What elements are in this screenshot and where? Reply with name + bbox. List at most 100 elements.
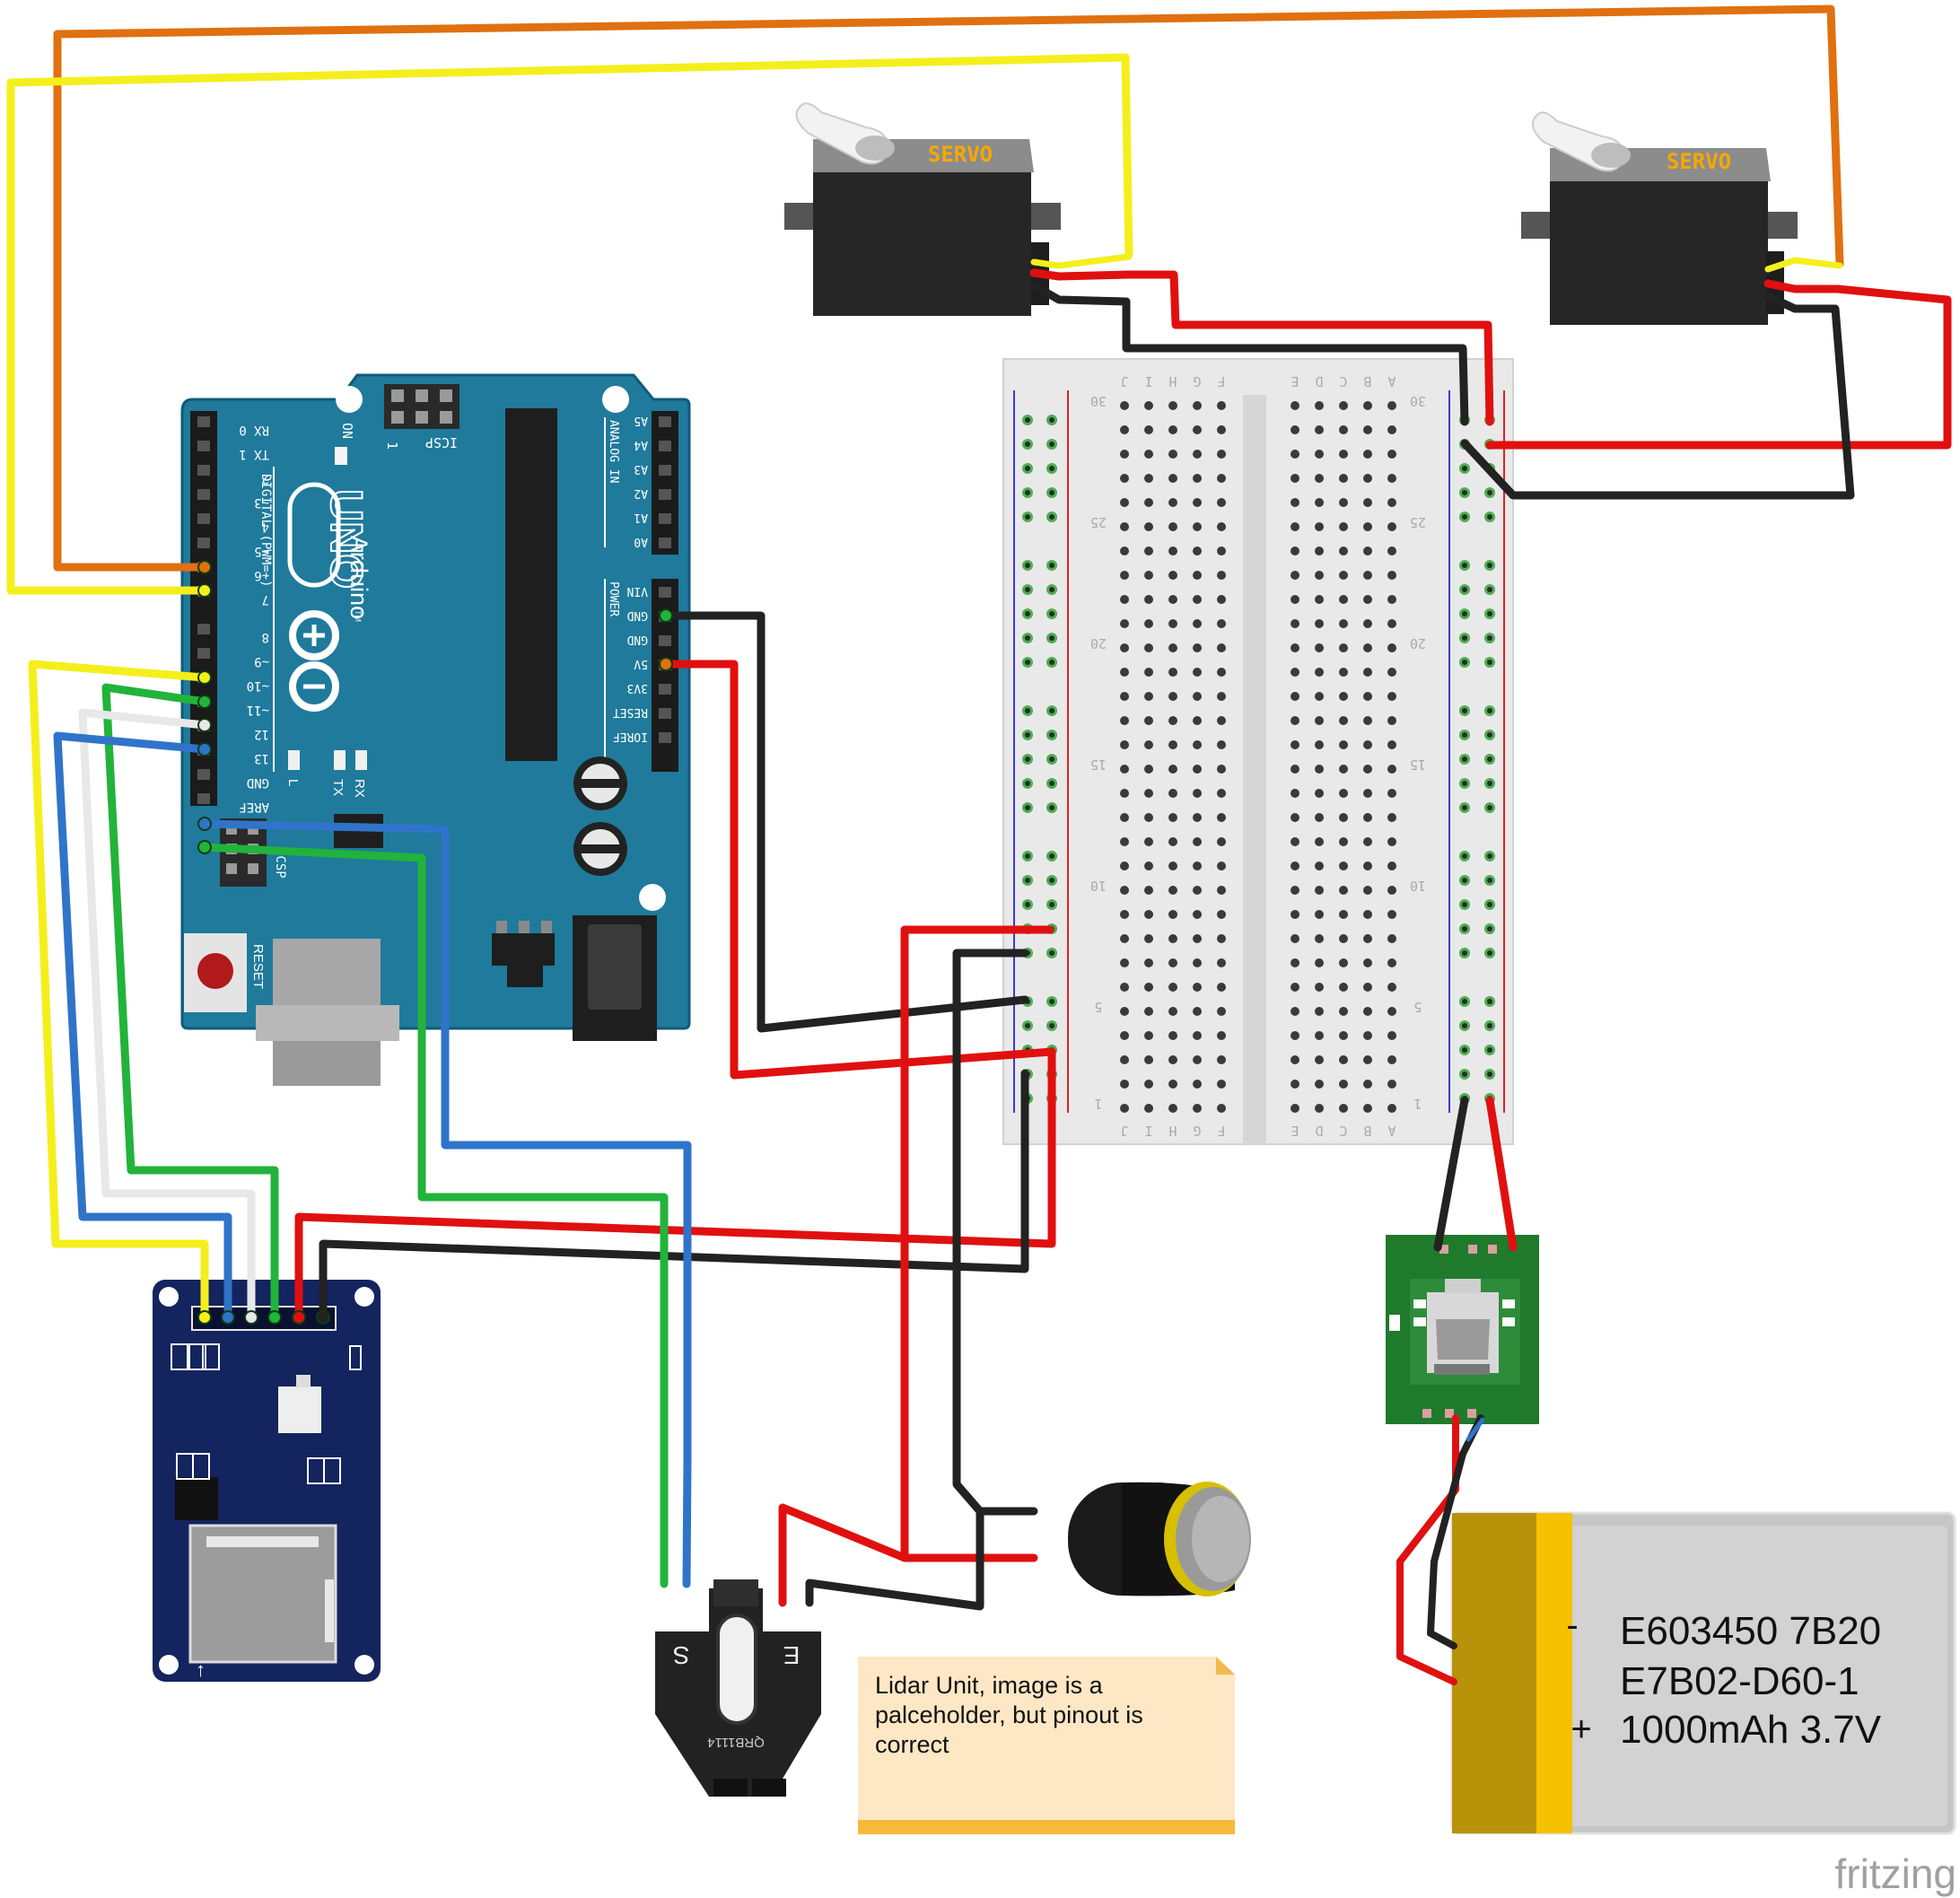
breadboard-hole xyxy=(1193,1031,1202,1040)
breadboard-hole xyxy=(1168,983,1177,992)
wires xyxy=(6,4,1952,1685)
wire-blue-sensor-signal xyxy=(200,819,692,1588)
wire-black-arduino-gnd xyxy=(661,611,1029,1033)
breadboard-hole xyxy=(1363,474,1372,483)
breadboard-hole xyxy=(1339,910,1348,919)
breadboard-hole xyxy=(1315,1080,1324,1089)
breadboard-hole xyxy=(1120,837,1129,846)
power-pin-label: IOREF xyxy=(613,730,648,743)
breadboard-hole xyxy=(1144,813,1153,822)
breadboard-hole xyxy=(1291,958,1299,967)
bb-letter-f: F xyxy=(1217,373,1225,389)
sd-header xyxy=(191,1306,337,1331)
breadboard-hole xyxy=(1120,668,1129,677)
breadboard-hole xyxy=(1168,837,1177,846)
digital-pin-label: AREF xyxy=(239,800,269,814)
breadboard-hole xyxy=(1315,716,1324,725)
breadboard-hole xyxy=(1339,837,1348,846)
servo-right-body xyxy=(1550,181,1768,325)
breadboard-hole xyxy=(1217,1104,1226,1113)
digital-label: DIGITAL (PWM=~) xyxy=(258,474,273,587)
breadboard-hole xyxy=(1217,740,1226,749)
breadboard-hole xyxy=(1120,425,1129,434)
breadboard-hole xyxy=(1168,425,1177,434)
wire-end xyxy=(316,1310,330,1325)
wire-black-capacitor-minus xyxy=(952,949,1038,1516)
breadboard-hole xyxy=(1217,474,1226,483)
breadboard-hole xyxy=(1144,886,1153,895)
breadboard-hole xyxy=(1291,547,1299,555)
breadboard-hole xyxy=(1217,813,1226,822)
breadboard-hole xyxy=(1193,522,1202,531)
breadboard-hole xyxy=(1339,1055,1348,1064)
breadboard-hole xyxy=(1291,716,1299,725)
digital-pin-label: ~11 xyxy=(247,703,269,717)
breadboard-hole xyxy=(1315,1055,1324,1064)
breadboard-hole xyxy=(1168,450,1177,459)
breadboard-hole xyxy=(1217,401,1226,410)
breadboard-hole xyxy=(1291,474,1299,483)
analog-pin-label: A1 xyxy=(634,511,648,524)
breadboard-hole xyxy=(1168,934,1177,943)
breadboard-hole xyxy=(1387,1007,1396,1016)
breadboard-hole xyxy=(1387,958,1396,967)
power-pin-socket xyxy=(659,635,671,646)
power-pin-socket xyxy=(659,684,671,695)
icsp2-label: ICSP xyxy=(273,848,287,879)
power-pin-label: 3V3 xyxy=(627,681,648,695)
breadboard-hole xyxy=(1120,789,1129,798)
analog-pin-label: A0 xyxy=(634,535,648,548)
breadboard-hole xyxy=(1120,765,1129,774)
breadboard-hole xyxy=(1193,958,1202,967)
digital-pin-socket xyxy=(197,465,210,476)
digital-pin-label: 12 xyxy=(254,727,269,741)
breadboard-hole xyxy=(1144,619,1153,628)
digital-pin-socket xyxy=(197,624,210,634)
breadboard-hole xyxy=(1193,983,1202,992)
breadboard-hole xyxy=(1387,401,1396,410)
breadboard-hole xyxy=(1193,619,1202,628)
battery-plus: + xyxy=(1571,1710,1591,1749)
breadboard-hole xyxy=(1120,813,1129,822)
breadboard-hole xyxy=(1363,886,1372,895)
breadboard-hole xyxy=(1315,1007,1324,1016)
breadboard-hole xyxy=(1144,401,1153,410)
breadboard-hole xyxy=(1387,1055,1396,1064)
breadboard-hole xyxy=(1387,934,1396,943)
power-pin-label: RESET xyxy=(613,705,648,719)
breadboard-hole xyxy=(1339,643,1348,652)
breadboard-hole xyxy=(1363,522,1372,531)
breadboard-hole xyxy=(1363,862,1372,870)
breadboard-hole xyxy=(1291,692,1299,701)
breadboard-hole xyxy=(1291,813,1299,822)
breadboard-hole xyxy=(1387,740,1396,749)
note-paper xyxy=(858,1657,1235,1834)
tx-led xyxy=(334,750,346,770)
breadboard-hole xyxy=(1339,1007,1348,1016)
breadboard-hole xyxy=(1217,595,1226,604)
breadboard-hole xyxy=(1120,934,1129,943)
wire-end xyxy=(267,1310,282,1325)
breadboard-hole xyxy=(1291,934,1299,943)
breadboard-hole xyxy=(1315,934,1324,943)
bb-row-20-right: 20 xyxy=(1410,635,1426,652)
breadboard-hole xyxy=(1120,498,1129,507)
bb-letter-c: C xyxy=(1339,373,1347,389)
breadboard-hole xyxy=(1120,547,1129,555)
breadboard-hole xyxy=(1363,837,1372,846)
breadboard-hole xyxy=(1339,547,1348,555)
breadboard-hole xyxy=(1144,1104,1153,1113)
bb-letter-f-bottom: F xyxy=(1217,1123,1225,1139)
bb-row-5-right: 5 xyxy=(1413,999,1422,1015)
breadboard-hole xyxy=(1339,983,1348,992)
breadboard-hole xyxy=(1144,595,1153,604)
breadboard-hole xyxy=(1144,425,1153,434)
digital-pin-label: ~10 xyxy=(247,678,269,693)
arduino-uno: ICSP 1 ON UNO Arduino TM DIGITAL (PWM=~)… xyxy=(180,373,691,1086)
wire-end xyxy=(221,1310,235,1325)
wire-end xyxy=(197,718,212,732)
breadboard-hole xyxy=(1363,958,1372,967)
reset-button-cap[interactable] xyxy=(197,953,233,989)
servo-left-body xyxy=(813,172,1031,316)
